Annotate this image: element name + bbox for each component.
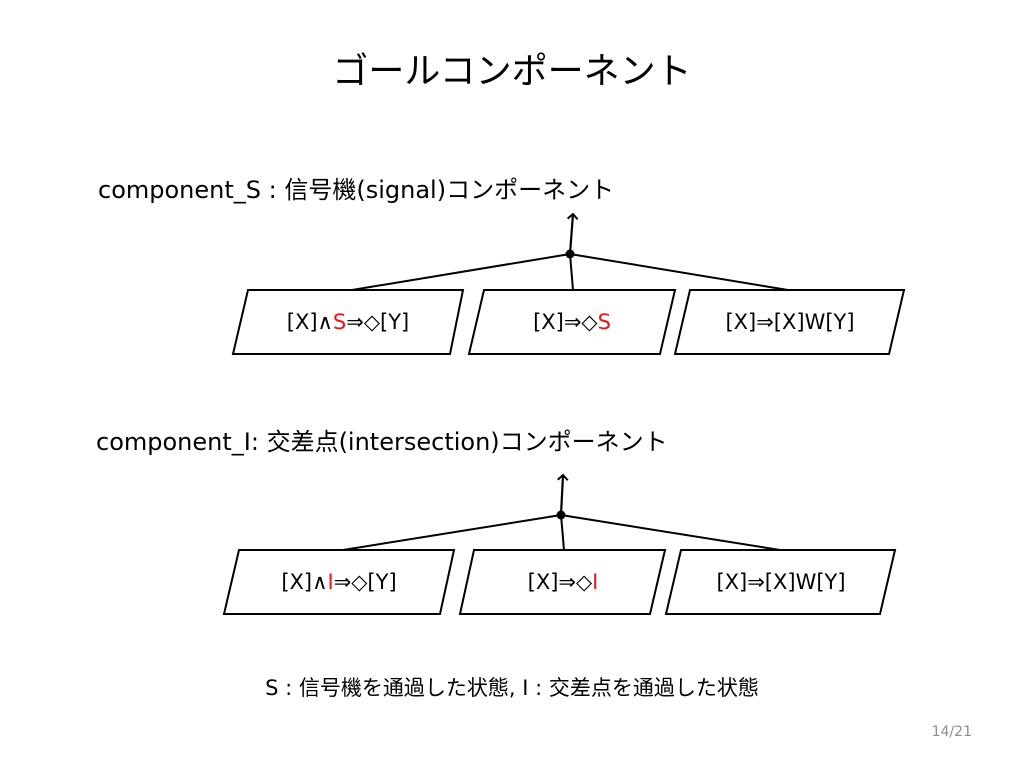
goal-label-i-1: [X]∧I⇒◇[Y] (229, 550, 449, 614)
goal-label-i-3: [X]⇒[X]W[Y] (671, 550, 891, 614)
component-i-tree (222, 473, 897, 615)
goal-label-i-2: [X]⇒◇I (453, 550, 673, 614)
component-s-heading: component_S : 信号機(signal)コンポーネント (98, 176, 615, 204)
arrow-i (557, 473, 569, 516)
component-s-tree (231, 212, 906, 355)
goal-box-s-2 (467, 289, 677, 355)
state-symbol-s: S (597, 310, 611, 334)
goal-text: [X]∧ (281, 570, 328, 594)
goal-label-s-3: [X]⇒[X]W[Y] (680, 290, 900, 354)
goal-text: [X]⇒◇ (533, 310, 598, 334)
goal-label-s-2: [X]⇒◇S (462, 290, 682, 354)
goal-text: ⇒◇[Y] (333, 570, 397, 594)
arrow-s (566, 212, 579, 255)
goal-text: [X]∧ (286, 310, 333, 334)
component-i-heading: component_I: 交差点(intersection)コンポーネント (96, 428, 668, 456)
state-symbol-i: I (327, 570, 334, 594)
goal-box-i-2 (458, 549, 667, 615)
slide-title: ゴールコンポーネント (332, 51, 692, 92)
state-legend-footnote: S : 信号機を通過した状態, I : 交差点を通過した状態 (265, 676, 759, 700)
goal-text: ⇒◇[Y] (346, 310, 410, 334)
link-s-goal-2 (569, 253, 574, 291)
state-symbol-i: I (592, 570, 599, 594)
link-i-goal-2 (560, 514, 565, 551)
goal-box-s-1 (231, 289, 465, 355)
link-i-goal-3 (560, 514, 781, 551)
goal-text: [X]⇒[X]W[Y] (725, 310, 855, 334)
link-s-goal-3 (569, 253, 789, 291)
goal-text: [X]⇒◇ (527, 570, 593, 594)
link-s-goal-1 (351, 253, 571, 291)
goal-box-s-3 (673, 289, 906, 355)
goal-label-s-1: [X]∧S⇒◇[Y] (238, 290, 458, 354)
state-symbol-s: S (332, 310, 347, 334)
goal-text: [X]⇒[X]W[Y] (716, 570, 846, 594)
goal-box-i-3 (664, 549, 897, 615)
page-number: 14/21 (931, 724, 972, 740)
link-i-goal-1 (342, 514, 562, 551)
goal-box-i-1 (222, 549, 456, 615)
